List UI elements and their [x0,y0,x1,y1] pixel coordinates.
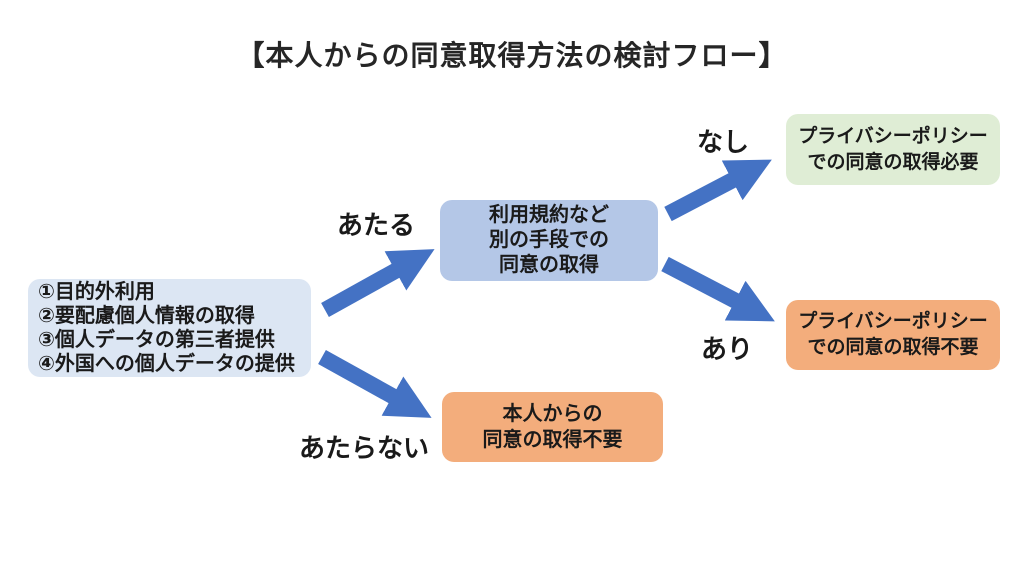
edge-label-nashi: なし [697,127,750,157]
node-no-consent-needed: 本人からの 同意の取得不要 [442,392,663,462]
node-pp-consent-not-required: プライバシーポリシー での同意の取得不要 [786,300,1000,370]
node-pp-consent-required: プライバシーポリシー での同意の取得必要 [786,114,1000,185]
trigger-list-item: ④外国への個人データの提供 [38,353,295,375]
node-text-line: 同意の取得不要 [482,429,623,451]
trigger-list-item: ③個人データの第三者提供 [38,329,275,351]
edge-label-ari: あり [701,334,754,364]
node-alternative-consent: 利用規約など 別の手段での 同意の取得 [440,200,658,281]
node-text-line: での同意の取得不要 [807,337,979,358]
node-text-line: プライバシーポリシー [798,311,988,332]
trigger-list-item: ②要配慮個人情報の取得 [38,305,255,327]
flow-title: 【本人からの同意取得方法の検討フロー】 [236,40,788,71]
node-text-line: 本人からの [502,403,603,425]
node-text-line: 利用規約など [489,204,609,226]
trigger-list-item: ①目的外利用 [38,281,155,303]
node-trigger-list: ①目的外利用 ②要配慮個人情報の取得 ③個人データの第三者提供 ④外国への個人デ… [28,279,311,377]
edge-label-ataranai: あたらない [299,433,430,463]
arrow-ataranai-icon [318,350,432,418]
arrow-ari-icon [661,256,775,322]
node-text-line: 同意の取得 [499,254,599,276]
node-text-line: 別の手段での [489,229,609,251]
node-text-line: プライバシーポリシー [798,125,988,147]
node-text-line: での同意の取得必要 [807,151,979,173]
arrow-nashi-icon [664,159,772,222]
arrow-ataru-icon [321,249,435,317]
edge-label-ataru: あたる [337,210,416,240]
